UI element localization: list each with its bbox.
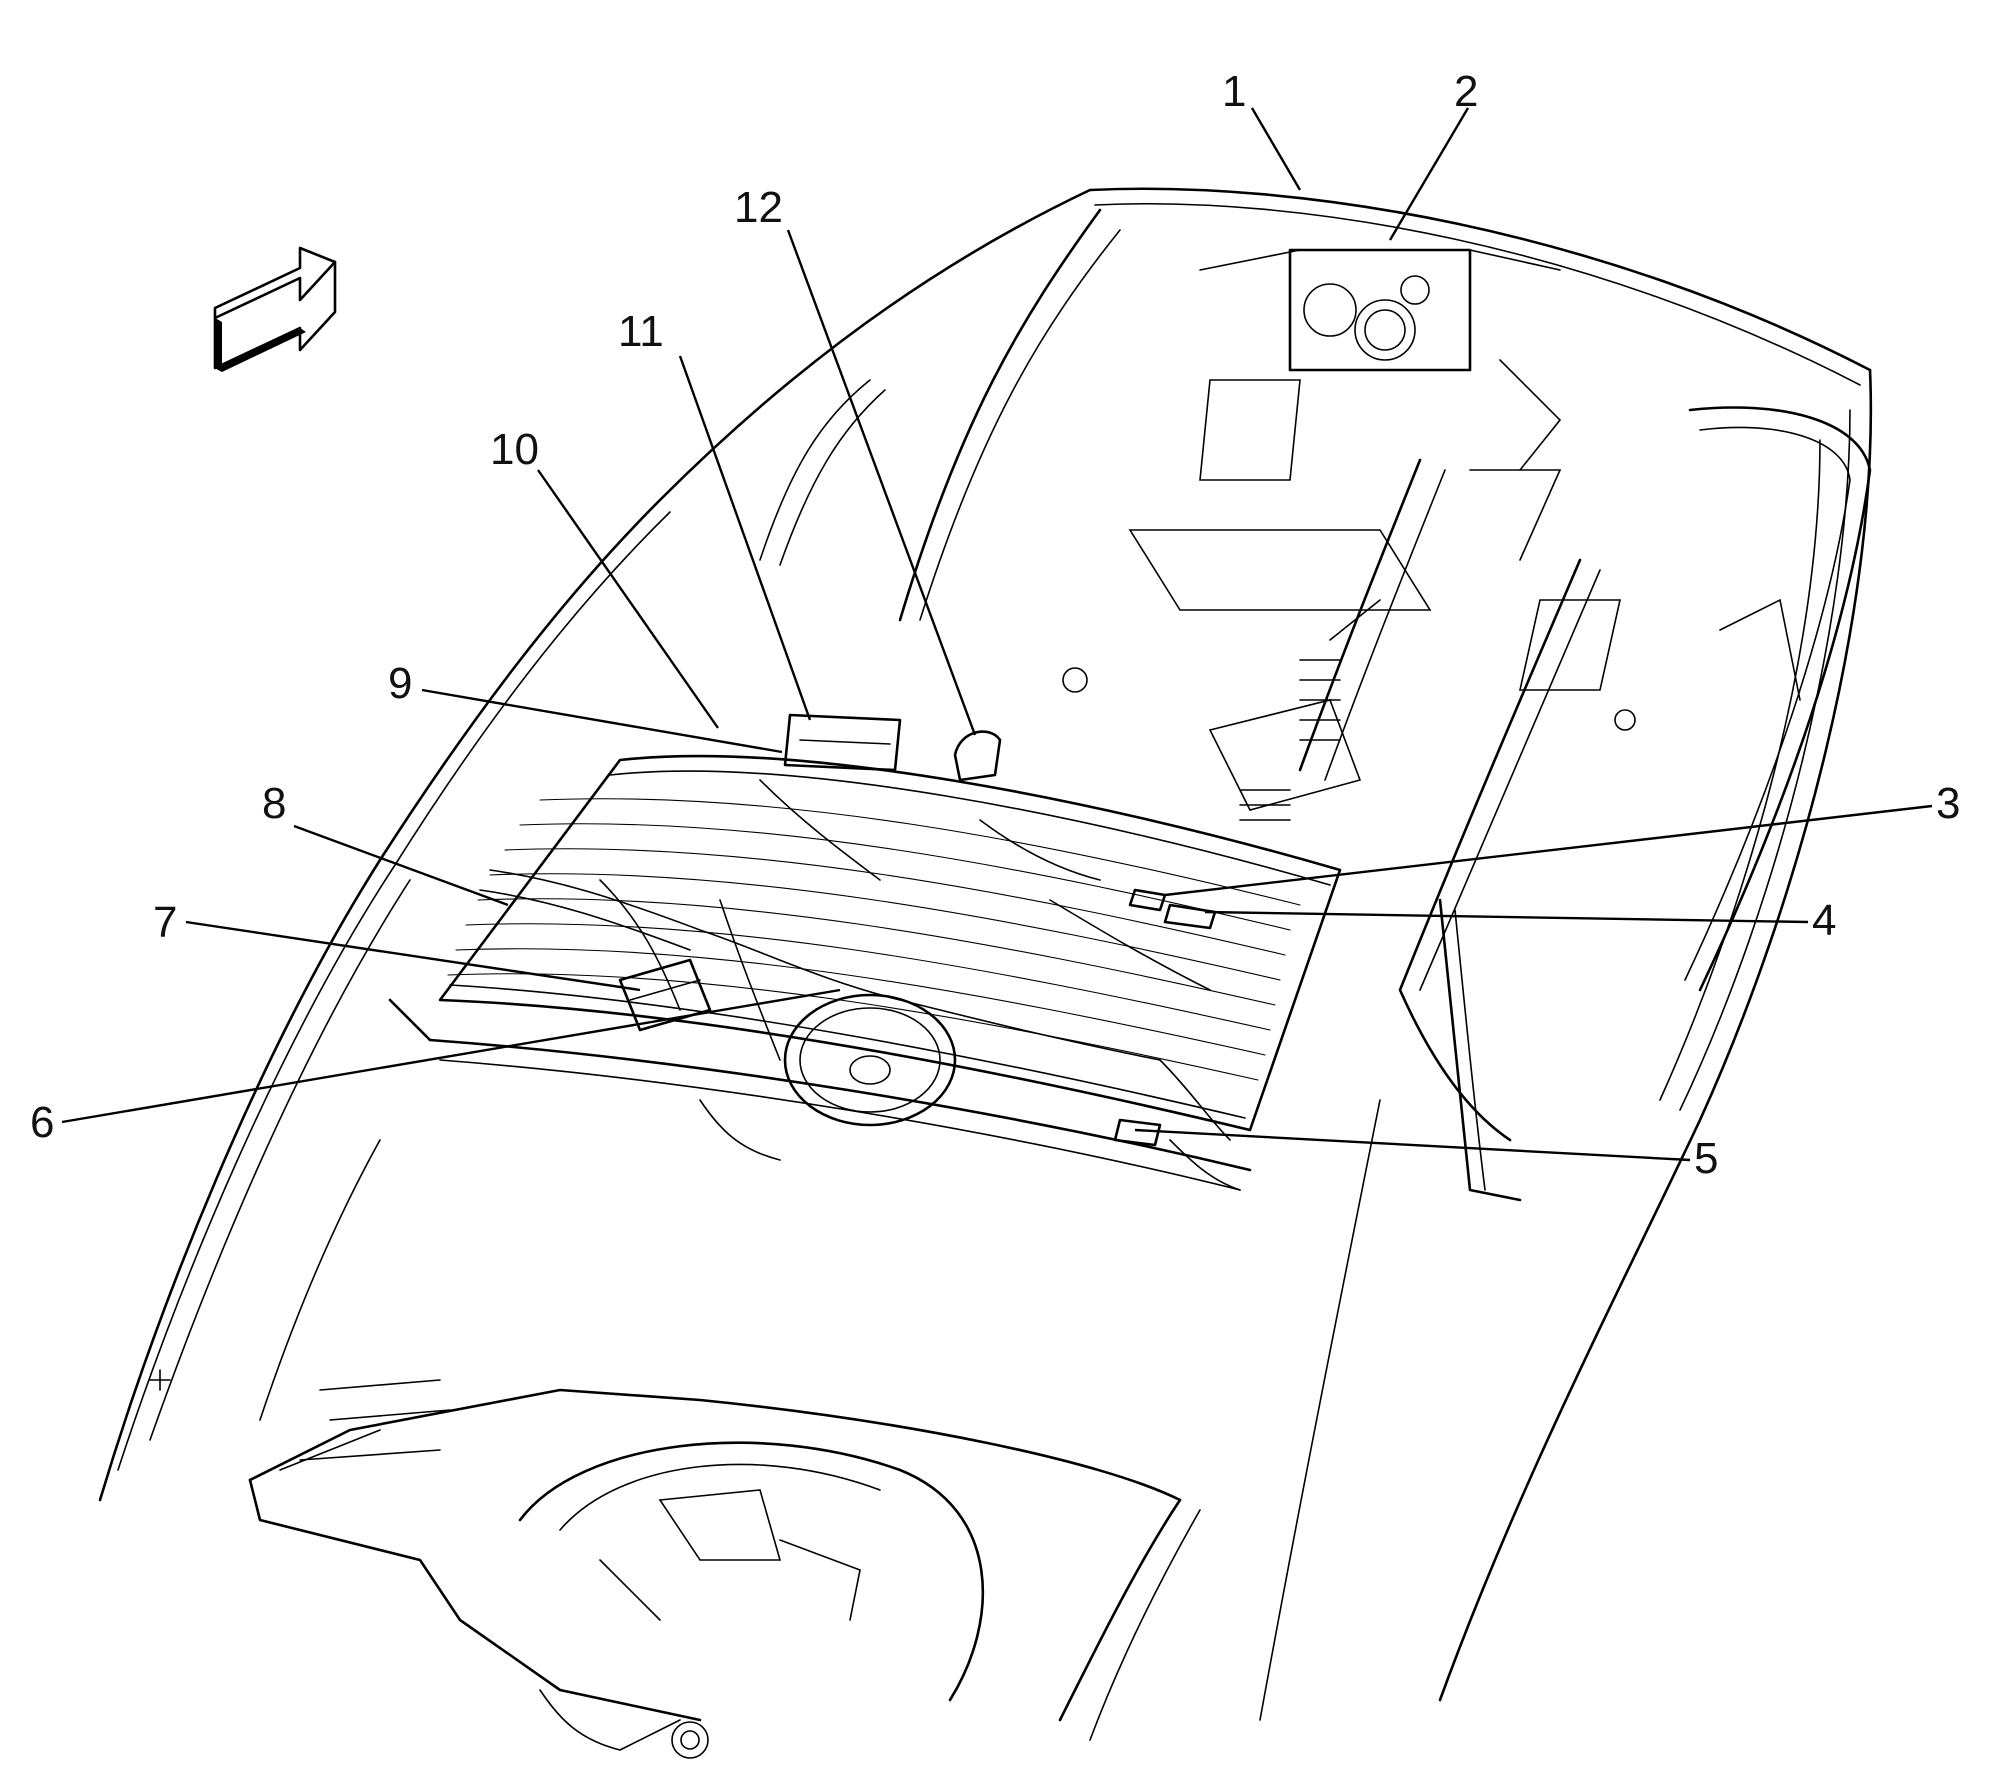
callout-2: 2 (1454, 67, 1478, 116)
callout-10: 10 (490, 425, 539, 474)
callout-8: 8 (262, 779, 286, 828)
leader-8 (293, 824, 509, 907)
leader-lines (61, 107, 1933, 1162)
leader-9 (421, 688, 783, 754)
leader-2 (1388, 107, 1470, 241)
callout-labels: 1 2 3 4 5 6 7 8 9 10 11 12 (30, 67, 1960, 1183)
leader-10 (537, 469, 719, 729)
leader-1 (1250, 107, 1302, 191)
callout-4: 4 (1812, 896, 1836, 945)
leader-4 (1204, 910, 1809, 924)
callout-6: 6 (30, 1098, 54, 1147)
callout-11: 11 (618, 307, 664, 356)
leader-5 (1134, 1128, 1691, 1162)
leader-7 (185, 920, 641, 992)
vehicle-body (98, 187, 1873, 1702)
leader-11 (678, 355, 812, 721)
leader-3 (1164, 804, 1933, 897)
trunk-compartment (149, 1099, 1381, 1759)
leader-12 (786, 229, 977, 736)
leader-6 (61, 988, 841, 1124)
callout-7: 7 (153, 898, 177, 947)
callout-5: 5 (1694, 1134, 1718, 1183)
callout-9: 9 (388, 659, 412, 708)
rear-harness (479, 713, 1241, 1191)
callout-12: 12 (734, 183, 783, 232)
callout-3: 3 (1936, 779, 1960, 828)
forward-arrow-icon (213, 246, 337, 372)
callout-1: 1 (1222, 67, 1246, 116)
